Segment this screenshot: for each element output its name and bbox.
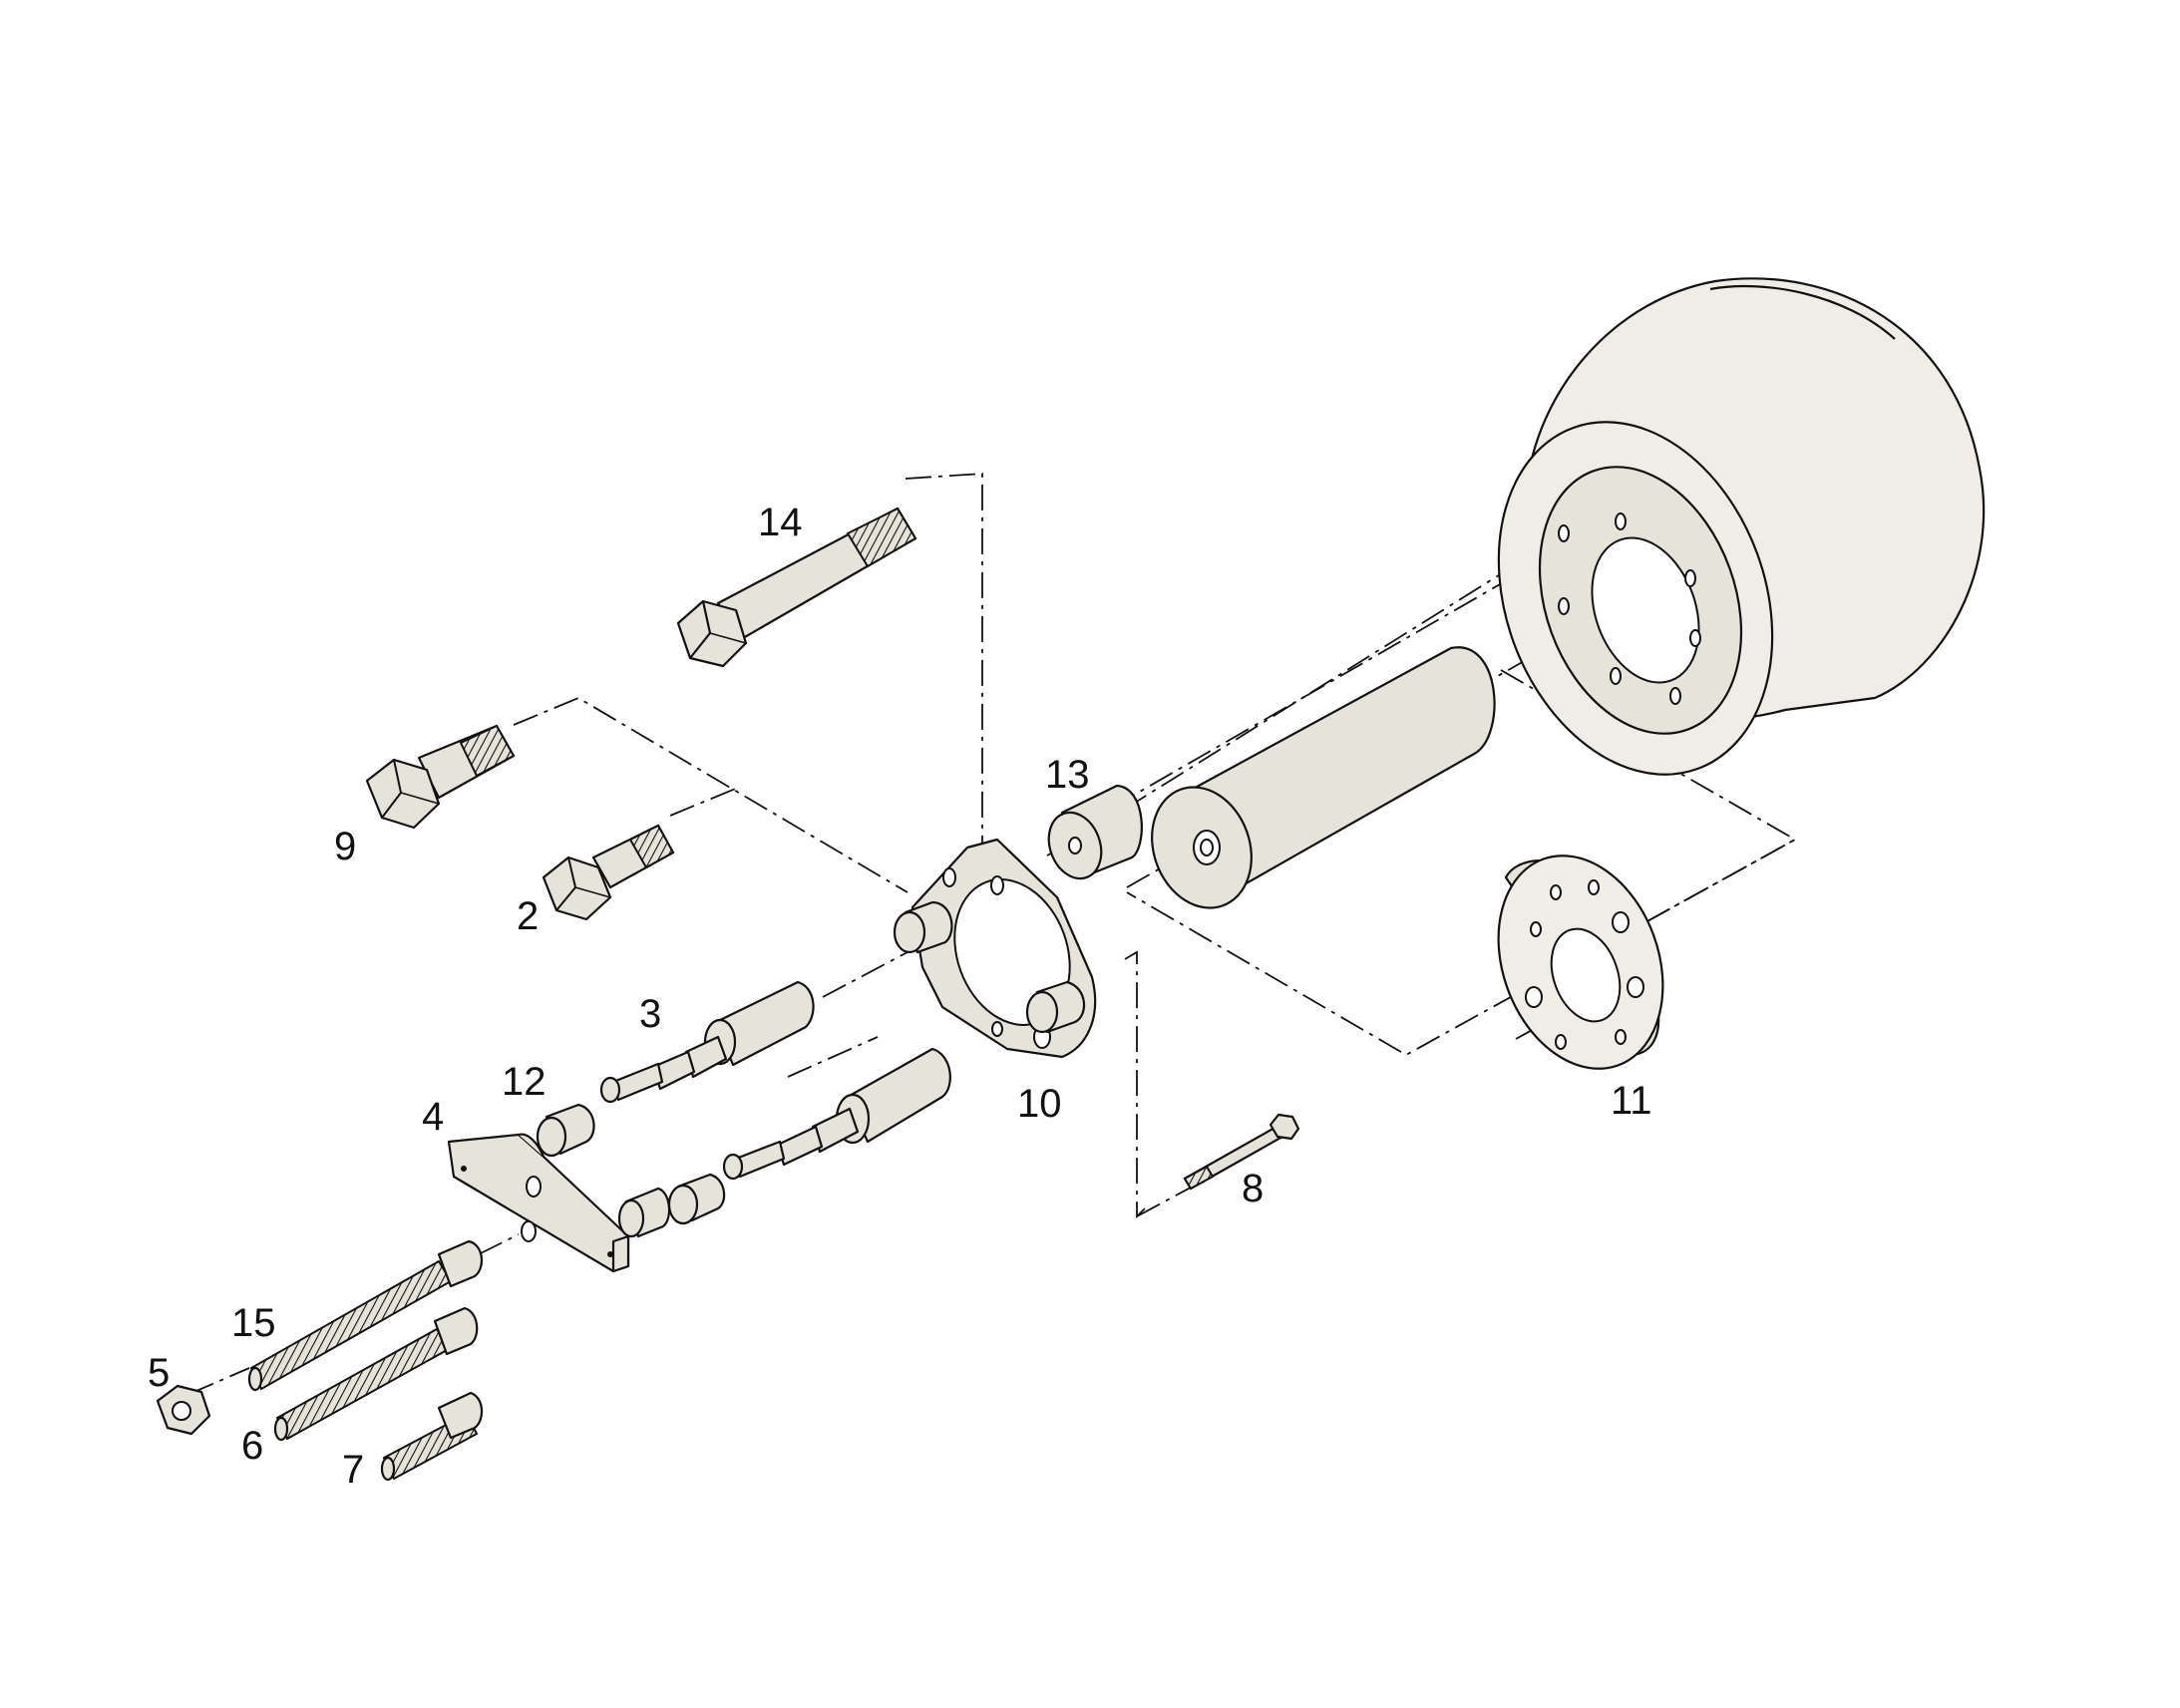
- callout-4: 4: [422, 1095, 444, 1139]
- small-sleeve: [536, 1103, 595, 1158]
- callout-13: 13: [1045, 753, 1090, 797]
- small-bushing: [1047, 784, 1143, 880]
- callout-7: 7: [342, 1448, 364, 1492]
- long-hex-bolt: [676, 507, 917, 668]
- pin-assembly-lower: [667, 1047, 951, 1225]
- mounting-plate: [893, 838, 1097, 1059]
- callout-3: 3: [639, 992, 661, 1036]
- flange-disc: [1497, 854, 1664, 1070]
- pin-assembly-upper: [599, 980, 815, 1104]
- callout-labels: 14 13 9 2 3 12 4 10 11 8 15 5 6 7: [148, 501, 1652, 1492]
- hex-bolt-9: [365, 724, 516, 830]
- callout-9: 9: [334, 825, 356, 868]
- small-bolt: [1183, 1113, 1300, 1191]
- callout-10: 10: [1017, 1082, 1062, 1126]
- callout-11: 11: [1611, 1079, 1652, 1123]
- callout-12: 12: [502, 1060, 546, 1104]
- threaded-rod-15: [247, 1239, 483, 1392]
- large-cylinder: [1151, 646, 1496, 909]
- hex-bolt-2: [542, 824, 675, 921]
- callout-14: 14: [758, 501, 803, 544]
- callout-5: 5: [148, 1351, 170, 1395]
- threaded-rod-7: [380, 1391, 484, 1482]
- threaded-rod-6: [273, 1306, 479, 1442]
- callout-15: 15: [231, 1301, 276, 1345]
- callout-6: 6: [241, 1424, 263, 1468]
- bracket: [447, 1133, 671, 1273]
- hex-nut: [156, 1384, 211, 1436]
- drum-housing: [1497, 277, 1986, 776]
- callout-8: 8: [1242, 1167, 1264, 1210]
- callout-2: 2: [517, 894, 539, 938]
